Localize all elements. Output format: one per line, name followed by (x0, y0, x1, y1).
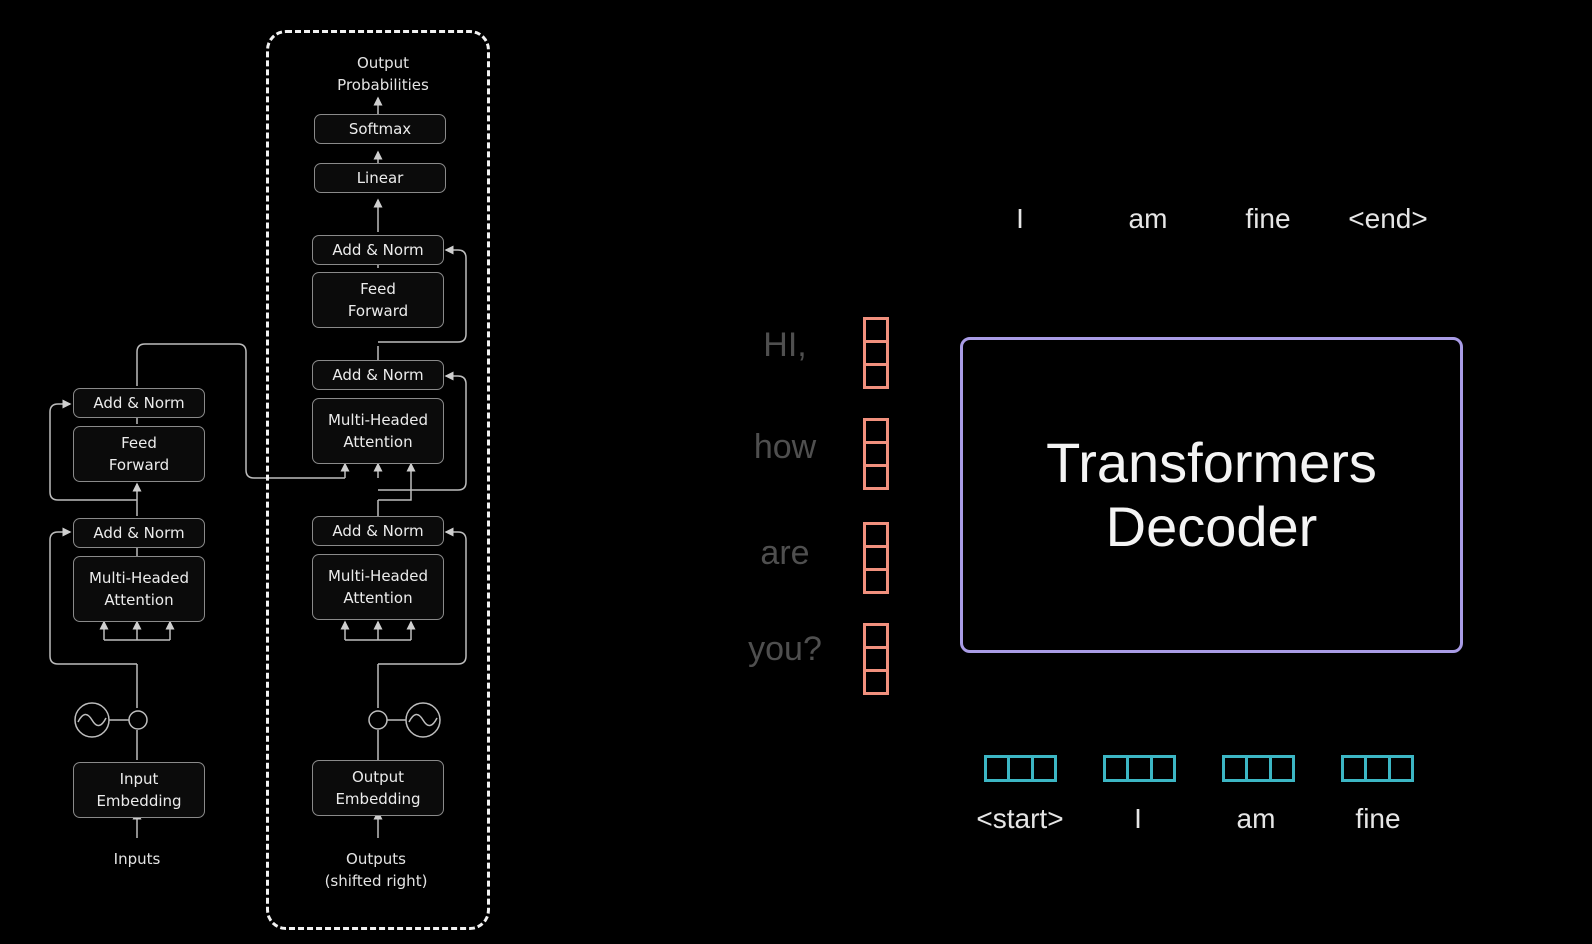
encoder-word: how (753, 428, 817, 466)
encoder-attention: Multi-Headed Attention (73, 556, 205, 622)
input-token: <start> (976, 803, 1064, 834)
decoder-attention-1: Multi-Headed Attention (312, 554, 444, 620)
encoder-vector (863, 623, 889, 695)
decoder-input-vector (1103, 755, 1176, 782)
connector-lines (49, 96, 467, 838)
encoder-word: you? (748, 630, 822, 668)
output-token: <end> (1348, 203, 1428, 234)
decoder-add-norm-3: Add & Norm (312, 235, 444, 265)
decoder-title-line2: Decoder (1105, 495, 1318, 558)
output-token: I (1016, 203, 1024, 234)
decoder-input-vector (984, 755, 1057, 782)
input-token: fine (1355, 803, 1401, 834)
encoder-word: HI, (763, 326, 807, 364)
decoder-input-vector (1222, 755, 1295, 782)
encoder-add-norm-top: Add & Norm (73, 388, 205, 418)
linear-block: Linear (314, 163, 446, 193)
outputs-shifted-label: Outputs (shifted right) (324, 850, 428, 890)
softmax-block: Softmax (314, 114, 446, 144)
decoder-input-vector (1341, 755, 1414, 782)
encoder-word: are (760, 534, 810, 572)
output-probabilities-label: Output Probabilities (337, 54, 429, 94)
add-junction-icon (128, 710, 148, 730)
transformer-architecture-diagram: Add & Norm Feed Forward Add & Norm Multi… (0, 0, 600, 944)
encoder-vector (863, 522, 889, 594)
output-token: fine (1245, 203, 1291, 234)
decoder-add-norm-1: Add & Norm (312, 516, 444, 546)
transformers-decoder-box: Transformers Decoder (960, 337, 1463, 653)
positional-encoding-icon (405, 702, 441, 738)
decoder-attention-2: Multi-Headed Attention (312, 398, 444, 464)
encoder-vector (863, 418, 889, 490)
input-token: I (1134, 803, 1142, 834)
decoder-title-line1: Transformers (1046, 431, 1377, 494)
encoder-vector (863, 317, 889, 389)
output-token: am (1128, 203, 1168, 234)
decoder-feed-forward: Feed Forward (312, 272, 444, 328)
encoder-add-norm-bottom: Add & Norm (73, 518, 205, 548)
input-embedding: Input Embedding (73, 762, 205, 818)
output-embedding: Output Embedding (312, 760, 444, 816)
decoder-add-norm-2: Add & Norm (312, 360, 444, 390)
encoder-feed-forward: Feed Forward (73, 426, 205, 482)
decoder-highlight-box (266, 30, 490, 930)
inputs-label: Inputs (113, 850, 161, 868)
input-token: am (1236, 803, 1276, 834)
